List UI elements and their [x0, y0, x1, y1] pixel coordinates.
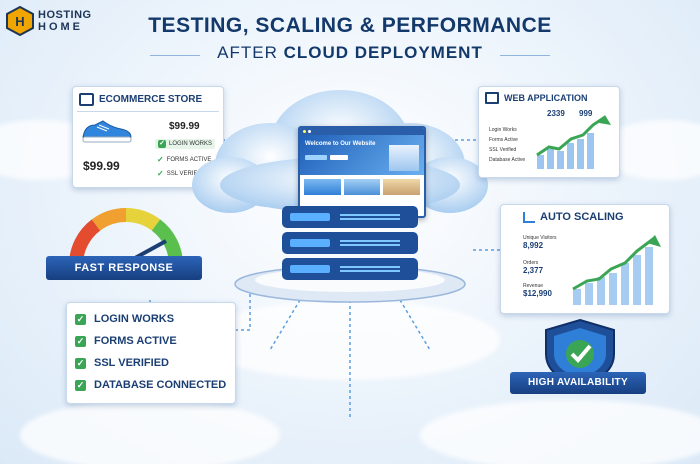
fast-response-badge: FAST RESPONSE [46, 256, 202, 280]
autoscaling-title: AUTO SCALING [540, 211, 624, 223]
subtitle-bold: CLOUD DEPLOYMENT [283, 43, 483, 62]
grid-icon [485, 92, 499, 104]
title-divider [150, 55, 200, 56]
bg-cloud [420, 400, 700, 464]
shoe-icon [82, 120, 132, 143]
scaling-chart-icon [572, 235, 661, 305]
webapp-row-3: Database Active [489, 157, 526, 163]
autoscaling-card: AUTO SCALING Unique Visitors 8,992 Order… [500, 204, 670, 314]
webapp-header: WEB APPLICATION [485, 92, 588, 104]
fast-response-label: FAST RESPONSE [74, 262, 174, 274]
metric-0: Unique Visitors 8,992 [523, 235, 557, 250]
high-availability-label: HIGH AVAILABILITY [528, 377, 628, 388]
checklist-label: LOGIN WORKS [94, 313, 175, 325]
check-icon: ✓ [75, 379, 86, 391]
browser-bar [300, 128, 424, 135]
check-icon: ✓ [75, 313, 86, 325]
autoscaling-header: AUTO SCALING [523, 211, 624, 223]
metric-label: Unique Visitors [523, 235, 557, 241]
ecommerce-check-1: ✓ FORMS ACTIVE [157, 155, 211, 164]
thumbnail-image [383, 179, 421, 195]
website-thumbs [300, 175, 424, 199]
price-main: $99.99 [83, 159, 120, 173]
check-label: FORMS ACTIVE [166, 156, 212, 163]
metric-value: 8,992 [523, 241, 544, 250]
hero-button [305, 155, 327, 160]
title-divider [500, 55, 550, 56]
page-subtitle: AFTER CLOUD DEPLOYMENT [0, 43, 700, 63]
price-top: $99.99 [169, 121, 200, 132]
checklist-label: FORMS ACTIVE [94, 335, 177, 347]
webapp-row-1: Forms Active [489, 137, 518, 143]
checklist-label: DATABASE CONNECTED [94, 379, 227, 391]
brand-line2: HOME [38, 20, 83, 33]
server-stack [234, 206, 466, 303]
ecommerce-check-2: ✓ SSL VERIFIED [157, 169, 207, 178]
metric-label: Orders [523, 260, 539, 266]
ecommerce-title: ECOMMERCE STORE [99, 94, 203, 105]
check-label: LOGIN WORKS [169, 141, 213, 147]
metric-value: $12,990 [523, 289, 552, 298]
ecommerce-header: ECOMMERCE STORE [79, 93, 202, 106]
hexagon-logo-icon: H [6, 6, 34, 36]
store-icon [79, 93, 94, 106]
bg-cloud [20, 400, 280, 464]
shield-check-icon [545, 318, 615, 388]
metric-2: Revenue $12,990 [523, 283, 552, 298]
growth-chart-icon [536, 115, 611, 169]
header-divider [77, 111, 219, 112]
checklist-card: ✓ LOGIN WORKS ✓ FORMS ACTIVE ✓ SSL VERIF… [66, 302, 236, 404]
check-icon: ✓ [157, 169, 164, 178]
checklist-item-3: ✓ DATABASE CONNECTED [75, 379, 226, 391]
webapp-stat1: 2339 [547, 109, 565, 118]
checklist-label: SSL VERIFIED [94, 357, 169, 369]
checklist-item-0: ✓ LOGIN WORKS [75, 313, 174, 325]
metric-value: 2,377 [523, 266, 544, 275]
brand-line1: HOSTING [38, 8, 92, 21]
check-icon: ✓ [75, 335, 86, 347]
webapp-stat2: 999 [579, 109, 593, 118]
ecommerce-check-0: ✓ LOGIN WORKS [155, 139, 216, 149]
high-availability-badge: HIGH AVAILABILITY [510, 372, 646, 394]
hero-building [389, 145, 419, 171]
checklist-item-1: ✓ FORMS ACTIVE [75, 335, 177, 347]
thumbnail-image [343, 179, 381, 195]
scaling-bars-icon [523, 211, 535, 223]
check-icon: ✓ [158, 140, 166, 148]
hero-button [330, 155, 348, 160]
check-icon: ✓ [75, 357, 86, 369]
metric-1: Orders 2,377 [523, 260, 543, 275]
website-hero: Welcome to Our Website [300, 135, 424, 175]
webapp-row-2: SSL Verified [489, 147, 517, 153]
checklist-item-2: ✓ SSL VERIFIED [75, 357, 169, 369]
page-title: TESTING, SCALING & PERFORMANCE [148, 14, 552, 37]
metric-label: Revenue [523, 283, 544, 289]
svg-text:H: H [15, 14, 24, 29]
thumbnail-image [304, 179, 341, 195]
webapp-row-0: Login Works [489, 127, 517, 133]
window-dot [303, 130, 306, 133]
brand-logo: H HOSTING HOME [6, 6, 92, 36]
webapp-title: WEB APPLICATION [504, 93, 588, 103]
window-dot [308, 130, 311, 133]
webapp-card: WEB APPLICATION 2339 999 Login Works For… [478, 86, 620, 178]
website-mockup: Welcome to Our Website [298, 126, 426, 218]
check-icon: ✓ [157, 155, 164, 164]
check-label: SSL VERIFIED [166, 170, 208, 177]
subtitle-pre: AFTER [217, 43, 278, 62]
website-heading: Welcome to Our Website [305, 141, 376, 147]
